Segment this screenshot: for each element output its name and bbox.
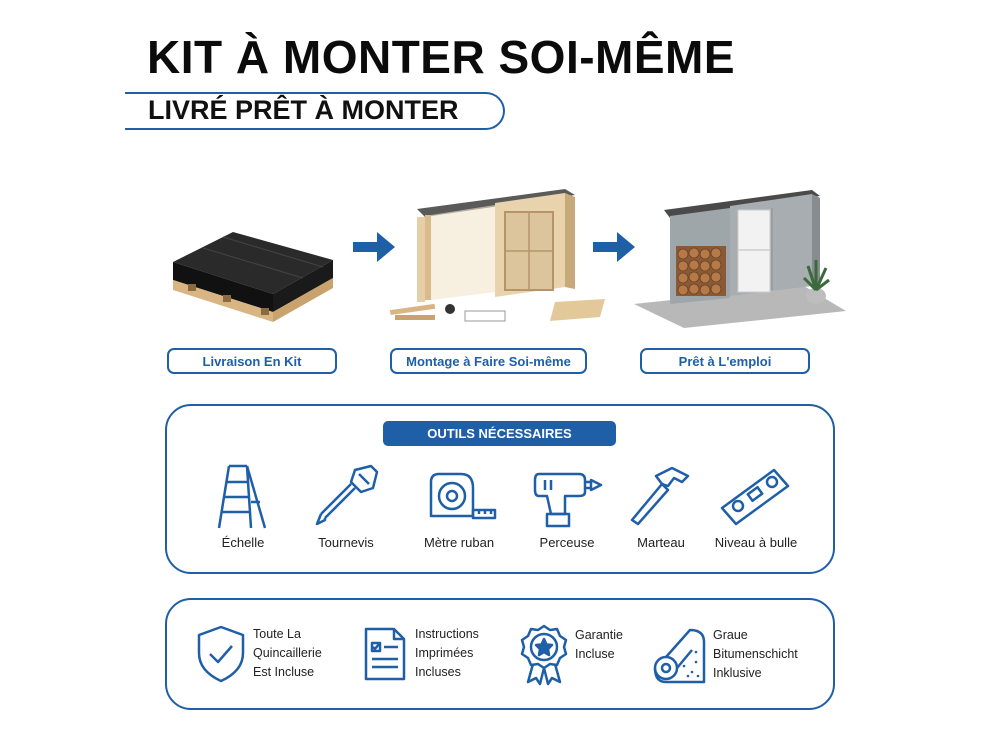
feature-text-line: Instructions [415,627,479,641]
feature-text-line: Graue [713,628,748,642]
drill-icon [533,472,603,528]
arrow-right-icon [593,232,635,262]
tool-spirit-level: Niveau à bulle [701,462,811,550]
page-subtitle: LIVRÉ PRÊT À MONTER [148,95,459,125]
tools-panel [165,404,835,574]
shed-assembly-image [389,189,605,322]
feature-text-line: Incluses [415,665,461,679]
feature-text-line: Garantie [575,628,623,642]
tape-measure-icon [429,472,497,520]
document-checklist-icon [364,627,406,681]
finished-woodshed-image [634,190,846,328]
feature-text-line: Quincaillerie [253,646,322,660]
step-label-ready: Prêt à L'emploi [640,348,810,374]
feature-text-line: Imprimées [415,646,474,660]
feature-text-line: Incluse [575,647,615,661]
step-label-delivery: Livraison En Kit [167,348,337,374]
feature-hardware: Toute La Quincaillerie Est Incluse [195,623,322,688]
shield-check-icon [197,625,245,683]
feature-text-line: Bitumenschicht [713,647,798,661]
arrow-right-icon [353,232,395,262]
tool-label: Perceuse [539,535,595,550]
roll-icon [653,628,706,684]
hammer-icon [630,466,690,526]
feature-text-line: Toute La [253,627,301,641]
feature-instructions: Instructions Imprimées Incluses [362,625,479,688]
tool-tape-measure: Mètre ruban [404,462,514,550]
step-label-assembly: Montage à Faire Soi-même [390,348,587,374]
feature-warranty: Garantie Incluse [518,624,623,691]
tool-ladder: Échelle [188,462,298,550]
award-badge-icon [520,624,568,686]
spirit-level-icon [720,468,790,526]
tool-hammer: Marteau [606,462,716,550]
feature-bitumen: Graue Bitumenschicht Inklusive [652,626,798,689]
tool-label: Mètre ruban [423,535,495,550]
tool-label: Tournevis [318,535,374,550]
feature-text-line: Est Incluse [253,665,315,679]
tool-label: Niveau à bulle [714,535,798,550]
wrapped-pallet-image [173,232,333,322]
page-title: KIT À MONTER SOI-MÊME [147,31,736,83]
ladder-icon [217,464,267,529]
subtitle-frame [125,92,505,130]
screwdriver-icon [315,464,379,526]
tool-drill: Perceuse [512,462,622,550]
tool-label: Échelle [221,535,265,550]
tool-label: Marteau [637,535,685,550]
tools-heading: OUTILS NÉCESSAIRES [383,421,616,446]
feature-text-line: Inklusive [713,666,762,680]
features-panel [165,598,835,710]
tool-screwdriver: Tournevis [291,462,401,550]
